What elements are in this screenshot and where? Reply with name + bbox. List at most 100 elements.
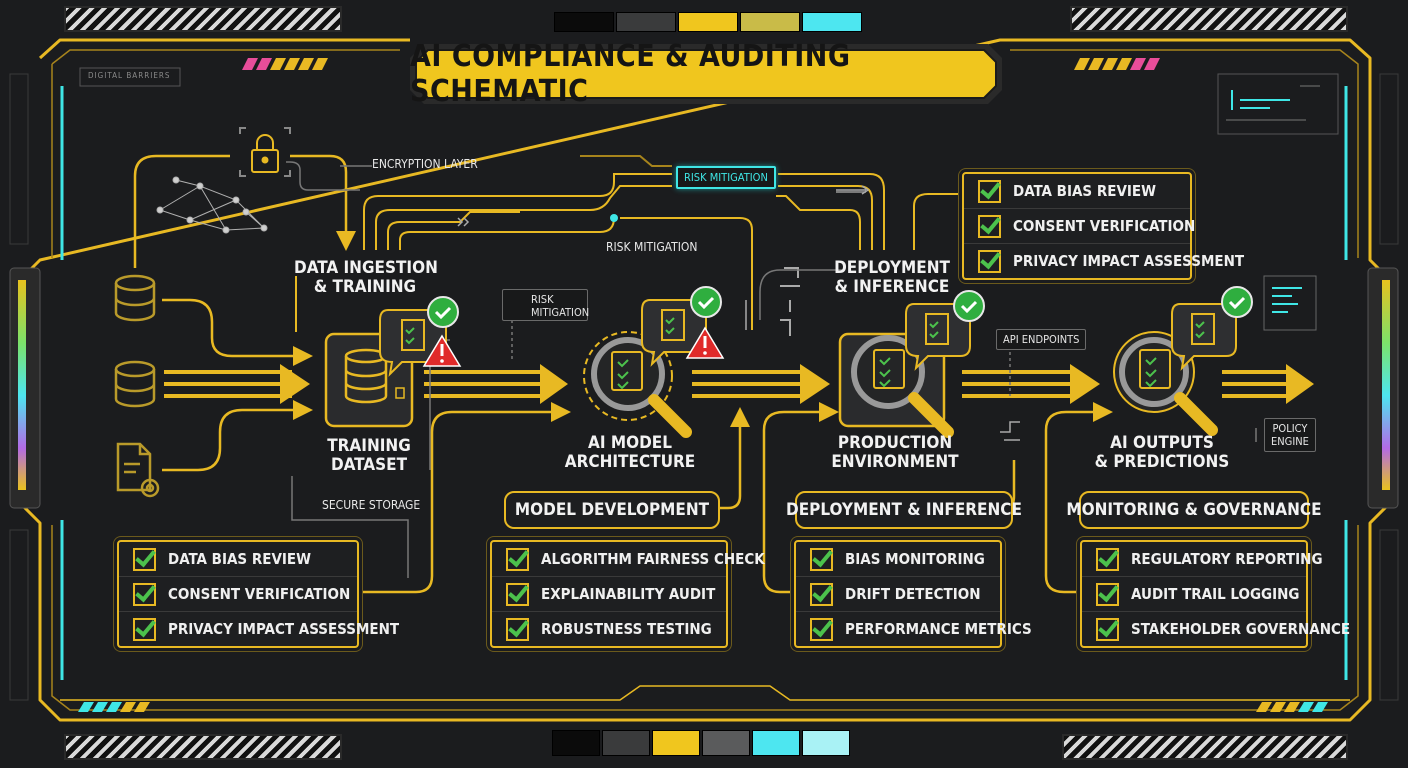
swatch <box>702 730 750 756</box>
policy-line-1: POLICY <box>1272 422 1308 435</box>
risk-mitigation-tag-small: RISK MITIGATION <box>502 289 590 321</box>
check-badge-1 <box>427 296 459 328</box>
swatch <box>802 730 850 756</box>
checklist-item-label: CONSENT VERIFICATION <box>1013 217 1196 235</box>
checklist-item-label: ROBUSTNESS TESTING <box>541 620 712 638</box>
page-title: AI COMPLIANCE & AUDITING SCHEMATIC <box>410 39 851 109</box>
stage-3-bottom-title: PRODUCTION ENVIRONMENT <box>824 434 966 472</box>
stage-4-bottom-line-2: & PREDICTIONS <box>1094 452 1230 472</box>
circuit-wires <box>295 155 962 332</box>
stage-4-bottom-title: AI OUTPUTS & PREDICTIONS <box>1090 434 1234 472</box>
stage-1-bottom-line-2: DATASET <box>330 455 408 475</box>
lock-icon <box>239 127 291 177</box>
api-endpoints-tag: API ENDPOINTS <box>996 329 1087 350</box>
stage-3-top-title: DEPLOYMENT & INFERENCE <box>820 259 964 297</box>
phase-model-development: MODEL DEVELOPMENT <box>504 491 720 529</box>
checklist-item-label: PRIVACY IMPACT ASSESSMENT <box>1013 252 1245 270</box>
checklist-item: PRIVACY IMPACT ASSESSMENT <box>119 612 399 646</box>
secure-storage-label: SECURE STORAGE <box>322 498 421 512</box>
checklist-item-label: EXPLAINABILITY AUDIT <box>541 585 716 603</box>
policy-engine-tag: POLICY ENGINE <box>1264 418 1316 452</box>
checklist-item-label: PERFORMANCE METRICS <box>845 620 1032 638</box>
check-badge-2 <box>690 286 722 318</box>
stripe-accents <box>78 58 1328 712</box>
magnifier-stage-2 <box>583 331 692 438</box>
checkbox-icon <box>978 249 1001 273</box>
checklist-item: CONSENT VERIFICATION <box>119 577 357 612</box>
stage-1-bottom-line-1: TRAINING <box>327 436 411 456</box>
swatch <box>652 730 700 756</box>
checklist-model: ALGORITHM FAIRNESS CHECK EXPLAINABILITY … <box>490 540 765 648</box>
corner-widget-top-left <box>79 67 181 87</box>
checkbox-icon <box>506 582 529 606</box>
checklist-item-label: ALGORITHM FAIRNESS CHECK <box>541 550 765 568</box>
hatch-bar-top-right <box>1070 6 1348 32</box>
checklist-deploy: BIAS MONITORING DRIFT DETECTION PERFORMA… <box>794 540 1032 648</box>
hatch-bar-bottom-left <box>64 734 342 760</box>
phase-monitoring-governance: MONITORING & GOVERNANCE <box>1066 491 1322 529</box>
checklist-item: DATA BIAS REVIEW <box>119 542 357 577</box>
risk-tag-line-2: MITIGATION <box>531 306 590 319</box>
warning-icons <box>422 326 725 367</box>
corner-widget-top-right <box>1217 73 1339 135</box>
database-icon-2 <box>114 360 156 408</box>
swatch <box>740 12 800 32</box>
checklist-item: BIAS MONITORING <box>796 542 1000 577</box>
stage-2-bottom-line-1: AI MODEL <box>588 433 672 453</box>
color-palette-bottom <box>552 730 850 756</box>
checklist-data: DATA BIAS REVIEW CONSENT VERIFICATION PR… <box>117 540 399 648</box>
warning-icon-2 <box>685 326 725 359</box>
checklist-item-label: DATA BIAS REVIEW <box>1013 182 1157 200</box>
pipeline-arrows <box>164 364 1314 404</box>
title-plate <box>410 44 1002 104</box>
stage-3-top-line-2: & INFERENCE <box>834 277 950 297</box>
stage-3-bottom-line-1: PRODUCTION <box>837 433 953 453</box>
checklist-item-label: CONSENT VERIFICATION <box>168 585 351 603</box>
checklist-item-label: PRIVACY IMPACT ASSESSMENT <box>168 620 400 638</box>
checkbox-icon <box>978 214 1001 238</box>
pipeline-arrow-out <box>1222 364 1314 404</box>
corner-widget-right-mid <box>1263 275 1317 331</box>
swatch <box>602 730 650 756</box>
checklist-item-label: DRIFT DETECTION <box>845 585 981 603</box>
checklist-item-label: REGULATORY REPORTING <box>1131 550 1323 568</box>
checklist-item: STAKEHOLDER GOVERNANCE <box>1082 612 1350 646</box>
swatch <box>552 730 600 756</box>
checklist-item: DATA BIAS REVIEW <box>964 174 1190 209</box>
stage-1-top-title: DATA INGESTION & TRAINING <box>294 259 438 297</box>
checkbox-icon <box>978 179 1001 203</box>
stage-2-bottom-line-2: ARCHITECTURE <box>564 452 696 472</box>
checklist-item-label: DATA BIAS REVIEW <box>168 550 312 568</box>
dot-markers <box>610 214 618 222</box>
pipeline-arrow-2 <box>692 364 830 404</box>
pipeline-arrow-3 <box>962 364 1100 404</box>
checkbox-icon <box>133 582 156 606</box>
checklist-item: PERFORMANCE METRICS <box>796 612 1032 646</box>
checklist-item-label: AUDIT TRAIL LOGGING <box>1131 585 1300 603</box>
checklist-item: AUDIT TRAIL LOGGING <box>1082 577 1306 612</box>
swatch <box>678 12 738 32</box>
right-side-rail <box>1367 73 1399 701</box>
risk-mitigation-label: RISK MITIGATION <box>606 240 698 254</box>
checklist-top-right: DATA BIAS REVIEW CONSENT VERIFICATION PR… <box>962 172 1244 280</box>
hatch-bar-top-left <box>64 6 342 32</box>
stage-1-top-line-2: & TRAINING <box>313 277 417 297</box>
warning-icon-1 <box>422 334 462 367</box>
source-connectors <box>133 154 356 472</box>
stage-2-bottom-title: AI MODEL ARCHITECTURE <box>560 434 700 472</box>
pipeline-arrow-1 <box>424 364 568 404</box>
risk-tag-line-1: RISK <box>531 293 554 306</box>
checkbox-icon <box>810 582 833 606</box>
document-gear-icon <box>116 442 160 498</box>
checklist-item: DRIFT DETECTION <box>796 577 1000 612</box>
checklist-item: ALGORITHM FAIRNESS CHECK <box>492 542 765 577</box>
pipeline-arrow-intake <box>164 364 310 404</box>
color-palette-top <box>554 12 862 32</box>
checkbox-icon <box>1096 547 1119 571</box>
check-badges <box>427 286 1253 328</box>
checklist-item: REGULATORY REPORTING <box>1082 542 1323 577</box>
checklist-item-label: BIAS MONITORING <box>845 550 985 568</box>
database-icon-1 <box>114 274 156 322</box>
